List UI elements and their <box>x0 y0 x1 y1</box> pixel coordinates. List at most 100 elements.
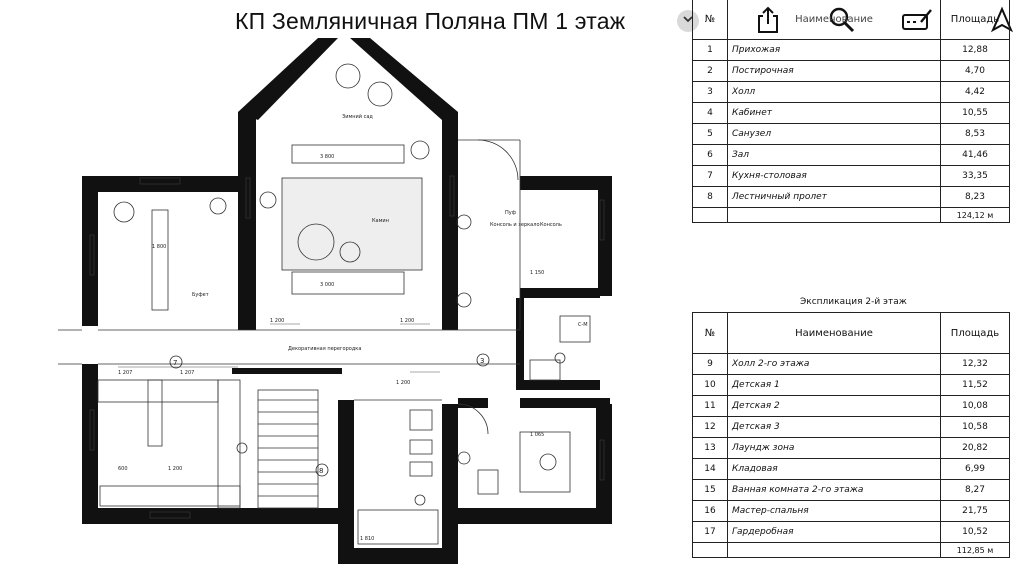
row-name: Детская 1 <box>727 374 941 396</box>
table-total: 124,12 м <box>940 207 1010 223</box>
svg-text:1 200: 1 200 <box>168 466 182 472</box>
row-name: Кухня-столовая <box>727 165 941 187</box>
row-area: 10,52 <box>940 521 1010 543</box>
svg-text:1 065: 1 065 <box>530 432 544 438</box>
row-area: 33,35 <box>940 165 1010 187</box>
row-name: Прихожая <box>727 39 941 61</box>
svg-text:3 000: 3 000 <box>320 282 334 288</box>
header-name: Наименование <box>727 0 941 40</box>
svg-text:Декоративная перегородка: Декоративная перегородка <box>288 346 361 352</box>
row-area: 8,53 <box>940 123 1010 145</box>
row-area: 8,27 <box>940 479 1010 501</box>
table-header-row: № Наименование Площадь <box>692 312 1010 354</box>
total-empty-cell <box>692 542 728 558</box>
row-area: 12,32 <box>940 353 1010 375</box>
page-title: КП Земляничная Поляна ПМ 1 этаж <box>235 8 626 34</box>
row-number: 13 <box>692 437 728 459</box>
row-number: 14 <box>692 458 728 480</box>
row-area: 10,08 <box>940 395 1010 417</box>
row-area: 21,75 <box>940 500 1010 522</box>
room-number-7: 7 <box>173 359 177 367</box>
svg-text:Консоль: Консоль <box>540 222 562 228</box>
row-number: 12 <box>692 416 728 438</box>
total-empty-cell <box>692 207 728 223</box>
row-number: 10 <box>692 374 728 396</box>
row-number: 4 <box>692 102 728 124</box>
row-number: 11 <box>692 395 728 417</box>
room-number-8: 8 <box>319 467 323 475</box>
svg-text:1 810: 1 810 <box>360 536 374 542</box>
header-name: Наименование <box>727 312 941 354</box>
svg-text:3 800: 3 800 <box>320 154 334 160</box>
row-number: 1 <box>692 39 728 61</box>
row-area: 20,82 <box>940 437 1010 459</box>
svg-text:1 800: 1 800 <box>152 244 166 250</box>
row-area: 12,88 <box>940 39 1010 61</box>
row-area: 10,58 <box>940 416 1010 438</box>
header-area: Площадь <box>940 0 1010 40</box>
row-name: Холл 2-го этажа <box>727 353 941 375</box>
row-number: 5 <box>692 123 728 145</box>
total-empty-cell <box>727 207 941 223</box>
svg-text:1 207: 1 207 <box>180 370 194 376</box>
header-number: № <box>692 0 728 40</box>
row-area: 4,42 <box>940 81 1010 103</box>
row-name: Кладовая <box>727 458 941 480</box>
svg-text:1 200: 1 200 <box>396 380 410 386</box>
row-number: 2 <box>692 60 728 82</box>
svg-text:Зимний сад: Зимний сад <box>342 113 373 120</box>
svg-text:Камин: Камин <box>372 218 389 224</box>
svg-text:С-М: С-М <box>578 322 588 328</box>
row-area: 11,52 <box>940 374 1010 396</box>
row-name: Постирочная <box>727 60 941 82</box>
svg-text:1 200: 1 200 <box>270 318 284 324</box>
svg-text:Консоль и зеркало: Консоль и зеркало <box>490 222 540 228</box>
row-area: 4,70 <box>940 60 1010 82</box>
header-area: Площадь <box>940 312 1010 354</box>
row-name: Лаундж зона <box>727 437 941 459</box>
row-name: Ванная комната 2-го этажа <box>727 479 941 501</box>
table-total-row: 124,12 м <box>692 207 1010 223</box>
total-empty-cell <box>727 542 941 558</box>
row-number: 3 <box>692 81 728 103</box>
floor-plan-drawing: 3 800 3 000 1 800 1 200 1 200 1 207 1 20… <box>58 38 612 564</box>
row-number: 8 <box>692 186 728 208</box>
row-name: Зал <box>727 144 941 166</box>
room-number-3: 3 <box>480 357 484 365</box>
row-name: Кабинет <box>727 102 941 124</box>
svg-text:1 200: 1 200 <box>400 318 414 324</box>
row-name: Детская 3 <box>727 416 941 438</box>
row-number: 17 <box>692 521 728 543</box>
row-number: 9 <box>692 353 728 375</box>
row-number: 16 <box>692 500 728 522</box>
svg-text:600: 600 <box>118 466 128 472</box>
row-number: 6 <box>692 144 728 166</box>
row-name: Детская 2 <box>727 395 941 417</box>
table-total-row: 112,85 м <box>692 542 1010 558</box>
row-area: 8,23 <box>940 186 1010 208</box>
table-header-row: № Наименование Площадь <box>692 0 1010 40</box>
svg-text:1 150: 1 150 <box>530 270 544 276</box>
row-area: 10,55 <box>940 102 1010 124</box>
row-name: Лестничный пролет <box>727 186 941 208</box>
svg-text:Пуф: Пуф <box>505 210 516 216</box>
row-area: 41,46 <box>940 144 1010 166</box>
svg-text:1 207: 1 207 <box>118 370 132 376</box>
row-number: 7 <box>692 165 728 187</box>
